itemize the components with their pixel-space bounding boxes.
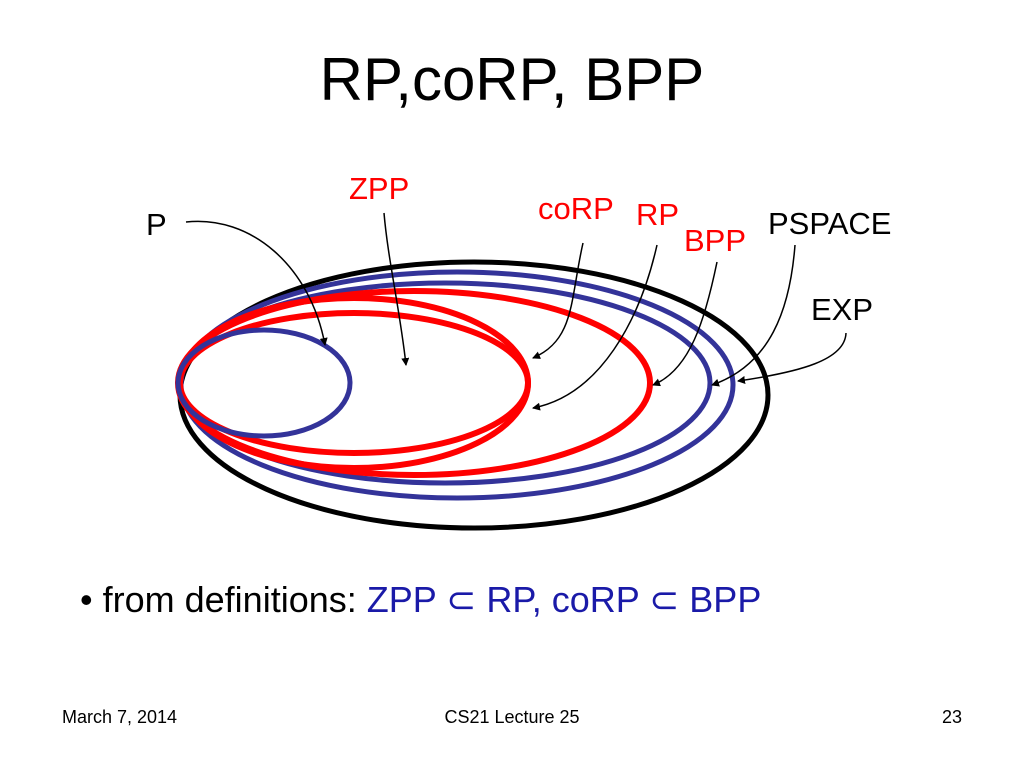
label-bpp: BPP [684,223,746,258]
bullet-zpp: ZPP [366,579,437,620]
bullet-point: • from definitions: ZPP ⊂ RP, coRP ⊂ BPP [80,578,761,622]
footer-course: CS21 Lecture 25 [444,707,580,727]
bullet-marker: • [80,579,93,620]
label-corp: coRP [538,191,614,226]
pspace-arrow [711,244,796,387]
corp-arrow [532,242,584,359]
corp-ellipse [177,295,531,471]
footer-page-number: 23 [941,707,962,727]
subset-symbol: ⊂ [649,579,680,620]
rp-arrow [532,244,658,411]
label-pspace: PSPACE [768,206,891,241]
p-arrow [185,220,328,346]
subset-symbol: ⊂ [446,579,477,620]
bullet-lead-text: from definitions: [102,579,357,620]
zpp-arrow [383,212,410,366]
bullet-rp-corp: RP, coRP [486,579,640,620]
label-exp: EXP [811,292,873,327]
complexity-class-diagram: P ZPP coRP RP BPP PSPACE EXP [146,171,891,531]
bpp-arrow [652,261,718,387]
bullet-bpp: BPP [689,579,762,620]
label-zpp: ZPP [349,171,409,206]
slide-title: RP,coRP, BPP [319,46,705,113]
exp-arrow [737,332,847,384]
p-ellipse [175,327,353,439]
label-p: P [146,207,167,242]
label-rp: RP [636,197,679,232]
footer-date: March 7, 2014 [62,707,178,727]
